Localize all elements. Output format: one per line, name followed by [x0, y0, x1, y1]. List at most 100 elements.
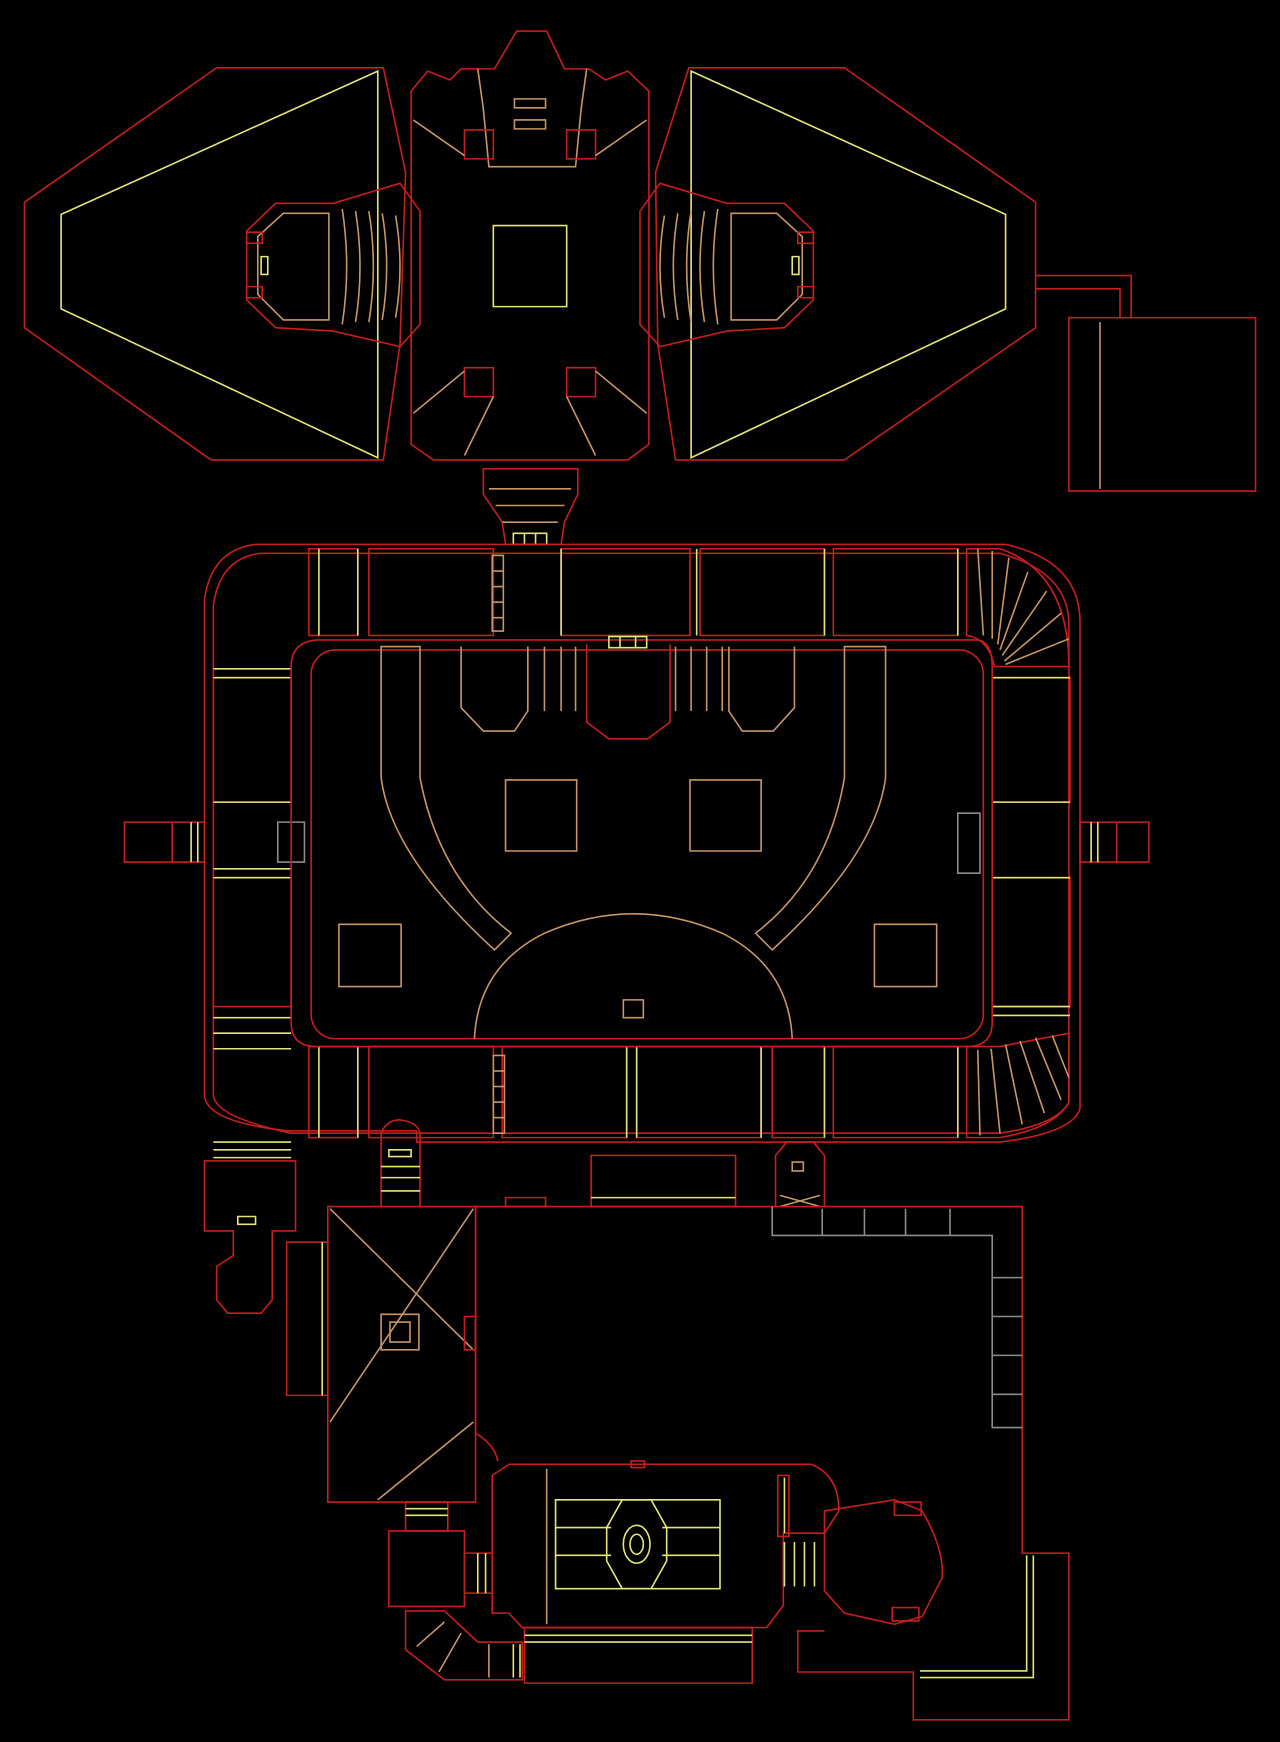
sw-tower — [204, 1161, 295, 1313]
courtyard-east-ramp — [756, 647, 886, 950]
pillar-ne — [567, 130, 596, 159]
annex-room — [1069, 318, 1256, 491]
hall-diag-nw — [413, 120, 464, 156]
north-complex — [24, 31, 1035, 460]
sw-diag-step-1 — [417, 1622, 445, 1646]
east-rotunda — [824, 1500, 942, 1624]
south-cell-3 — [502, 1047, 626, 1138]
courtyard-west-ramp — [381, 647, 511, 950]
sw-diag-step-2 — [439, 1633, 461, 1672]
south-cell-1 — [309, 1047, 358, 1138]
north-cell-5 — [833, 549, 957, 636]
temple-wall — [492, 1464, 839, 1627]
east-exit — [1080, 822, 1149, 862]
se-corner-stair-room — [967, 1033, 1069, 1137]
hall-diag-sw — [413, 371, 464, 413]
hall-diag-sw2 — [464, 397, 493, 456]
west-alcove-post-s — [247, 287, 263, 298]
temple-east-pillar — [778, 1475, 789, 1536]
courtyard-south-dais — [474, 914, 792, 1039]
west-alcove-inner — [258, 213, 329, 320]
north-cell-3 — [561, 549, 690, 636]
courtyard-wall — [311, 650, 983, 1039]
east-alcove-inner — [731, 213, 802, 320]
west-cell-2 — [213, 878, 291, 1007]
east-secret-nook — [958, 813, 980, 873]
east-wing-outer-wall — [656, 68, 1036, 460]
north-cell-4 — [700, 549, 824, 636]
yard-gray-ledge-dividers — [822, 1209, 1022, 1395]
south-cell-5 — [772, 1047, 824, 1138]
west-exit — [124, 822, 204, 862]
west-wing-outer-wall — [24, 68, 405, 460]
central-dais — [493, 226, 566, 307]
temple-altar-ring-outer — [623, 1525, 650, 1563]
pillar-se — [567, 368, 596, 397]
south-yard-wall — [476, 1207, 1069, 1720]
east-alcove-switch — [792, 257, 799, 275]
pillar-nw — [464, 130, 493, 159]
east-shrine-marker — [792, 1162, 803, 1171]
sw-passage — [406, 1502, 448, 1531]
west-cell-1 — [213, 678, 291, 802]
temple-altar-ring-inner — [630, 1534, 643, 1554]
courtyard-stage-east-step — [729, 647, 795, 731]
sw-diagonal-room — [406, 1611, 523, 1680]
west-alcove-post-n — [247, 232, 263, 243]
annex-corridor-south — [1036, 289, 1120, 318]
warehouse-diag-3 — [378, 1422, 474, 1500]
east-cell-2 — [992, 878, 1070, 1007]
courtyard-block-ne — [690, 780, 761, 851]
courtyard-center-marker — [623, 1000, 643, 1018]
hall-diag-se2 — [567, 397, 596, 456]
warehouse-crate-inner — [390, 1322, 410, 1342]
west-alcove-stairs — [342, 209, 400, 325]
east-alcove-post-n — [798, 232, 814, 243]
fortress-outer-wall — [204, 544, 1080, 1142]
courtyard-north-stage — [587, 644, 670, 738]
warehouse-entry — [381, 1120, 420, 1207]
courtyard-stage-west-step — [461, 647, 528, 731]
courtyard-outer-ledge — [291, 640, 992, 1047]
south-complex — [204, 1120, 1068, 1720]
yard-gray-ledge — [772, 1207, 1022, 1428]
south-ladder — [493, 1055, 504, 1133]
central-hall-wall — [411, 31, 649, 460]
north-nave-step — [478, 69, 587, 167]
courtyard-block-nw — [506, 780, 577, 851]
north-cell-1 — [309, 549, 358, 636]
east-annex — [1036, 276, 1256, 492]
east-shrine — [776, 1142, 825, 1206]
courtyard-block-se — [874, 924, 936, 986]
north-altar-slab-bottom — [514, 120, 545, 129]
temple-altar-octagon — [607, 1500, 667, 1589]
east-shrine-x-2 — [780, 1195, 820, 1206]
east-cell-1 — [992, 678, 1070, 802]
south-cell-6 — [833, 1047, 957, 1138]
warehouse-side-room — [287, 1242, 328, 1395]
warehouse-crate-outer — [381, 1314, 419, 1350]
sw-tower-switch — [238, 1217, 256, 1225]
north-cell-2 — [369, 549, 493, 636]
temple-altar-frame — [556, 1500, 720, 1589]
north-ladder — [492, 555, 503, 631]
se-corner-stair-steps — [978, 1035, 1069, 1135]
pillar-sw — [464, 368, 493, 397]
ne-corner-stair-steps — [978, 549, 1069, 665]
courtyard-north-door — [609, 637, 647, 648]
warehouse-diag-2 — [330, 1209, 473, 1422]
warehouse-east-switch — [464, 1316, 475, 1349]
courtyard-stage-stairs — [528, 647, 722, 711]
east-wing-inner-rim — [691, 71, 1005, 458]
south-ledge — [506, 1198, 546, 1207]
warehouse-room — [328, 1207, 476, 1503]
south-yard-west-wall — [476, 1207, 498, 1461]
warehouse-entry-switch — [389, 1150, 411, 1157]
yard-south-doors — [920, 1555, 1033, 1677]
fortress — [124, 544, 1148, 1142]
annex-corridor-north — [1036, 276, 1132, 318]
south-cell-4 — [637, 1047, 761, 1138]
south-long-hall — [524, 1628, 752, 1684]
hall-diag-se — [596, 371, 647, 413]
west-alcove-switch — [261, 257, 268, 275]
